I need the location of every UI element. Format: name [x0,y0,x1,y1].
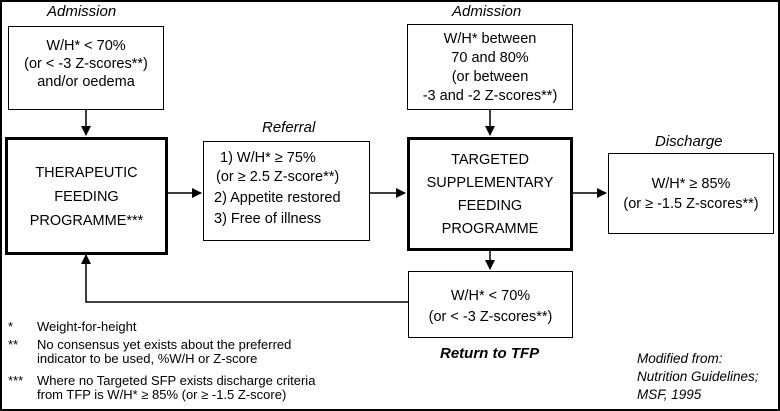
criteria-line: W/H* between [443,31,537,47]
footnote-triple-asterisk: *** Where no Targeted SFP exists dischar… [8,374,388,404]
source-line: Modified from: [637,351,723,366]
programme-line: PROGRAMME*** [29,213,144,229]
return-to-tfp-path [81,254,408,303]
footnote-text: from TFP is W/H* ≥ 85% (or ≥ -1.5 Z-scor… [37,387,287,402]
programme-line: THERAPEUTIC [35,165,138,181]
heading-admission-left: Admission [47,3,117,20]
criteria-line: 2) Appetite restored [214,190,341,206]
heading-referral: Referral [262,119,316,136]
referral-criteria-box: 1) W/H* ≥ 75% (or ≥ 2.5 Z-score**) 2) Ap… [203,141,370,241]
criteria-line: (or between [451,69,529,85]
criteria-line: (or ≥ -1.5 Z-scores**) [623,196,759,212]
admission-criteria-tfp-box: W/H* < 70% (or < -3 Z-scores**) and/or o… [8,26,164,110]
therapeutic-feeding-programme-box: THERAPEUTIC FEEDING PROGRAMME*** [5,137,168,255]
criteria-line: W/H* ≥ 85% [651,176,731,192]
programme-line: SUPPLEMENTARY [426,175,554,191]
footnote-mark: *** [8,373,24,388]
source-line: Nutrition Guidelines; [637,369,759,384]
footnote-double-asterisk: ** No consensus yet exists about the pre… [8,338,388,368]
admission-criteria-tsfp-box: W/H* between 70 and 80% (or between -3 a… [407,24,573,110]
footnote-text: Weight-for-height [37,319,137,334]
criteria-line: 70 and 80% [451,50,529,66]
criteria-line: W/H* < 70% [450,288,531,304]
footnote-single-asterisk: * Weight-for-height [8,320,388,334]
return-to-tfp-criteria-box: W/H* < 70% (or < -3 Z-scores**) [408,271,573,338]
discharge-criteria-box: W/H* ≥ 85% (or ≥ -1.5 Z-scores**) [608,153,774,234]
criteria-line: (or ≥ 2.5 Z-score**) [216,169,340,185]
programme-line: PROGRAMME [441,221,539,237]
criteria-line: -3 and -2 Z-scores**) [422,88,558,104]
programme-line: FEEDING [457,198,523,214]
heading-admission-right: Admission [452,3,522,20]
source-line: MSF, 1995 [637,387,702,402]
heading-return-to-tfp: Return to TFP [440,345,540,362]
footnote-mark: ** [8,337,19,352]
footnote-text: No consensus yet exists about the prefer… [37,337,292,352]
criteria-line: 1) W/H* ≥ 75% [220,150,316,166]
source-citation: Modified from: Nutrition Guidelines; MSF… [637,350,759,404]
criteria-line: (or < -3 Z-scores**) [428,309,553,325]
footnote-text: Where no Targeted SFP exists discharge c… [37,373,316,388]
footnote-text: indicator to be used, %W/H or Z-score [37,351,258,366]
criteria-line: W/H* < 70% [46,38,126,54]
criteria-line: 3) Free of illness [214,211,322,227]
criteria-line: and/or oedema [37,74,135,90]
criteria-line: (or < -3 Z-scores**) [24,56,148,72]
targeted-supplementary-feeding-programme-box: TARGETED SUPPLEMENTARY FEEDING PROGRAMME [407,137,573,251]
heading-discharge: Discharge [655,133,723,150]
programme-line: TARGETED [451,152,529,168]
programme-line: FEEDING [54,189,119,205]
footnote-mark: * [8,319,14,334]
